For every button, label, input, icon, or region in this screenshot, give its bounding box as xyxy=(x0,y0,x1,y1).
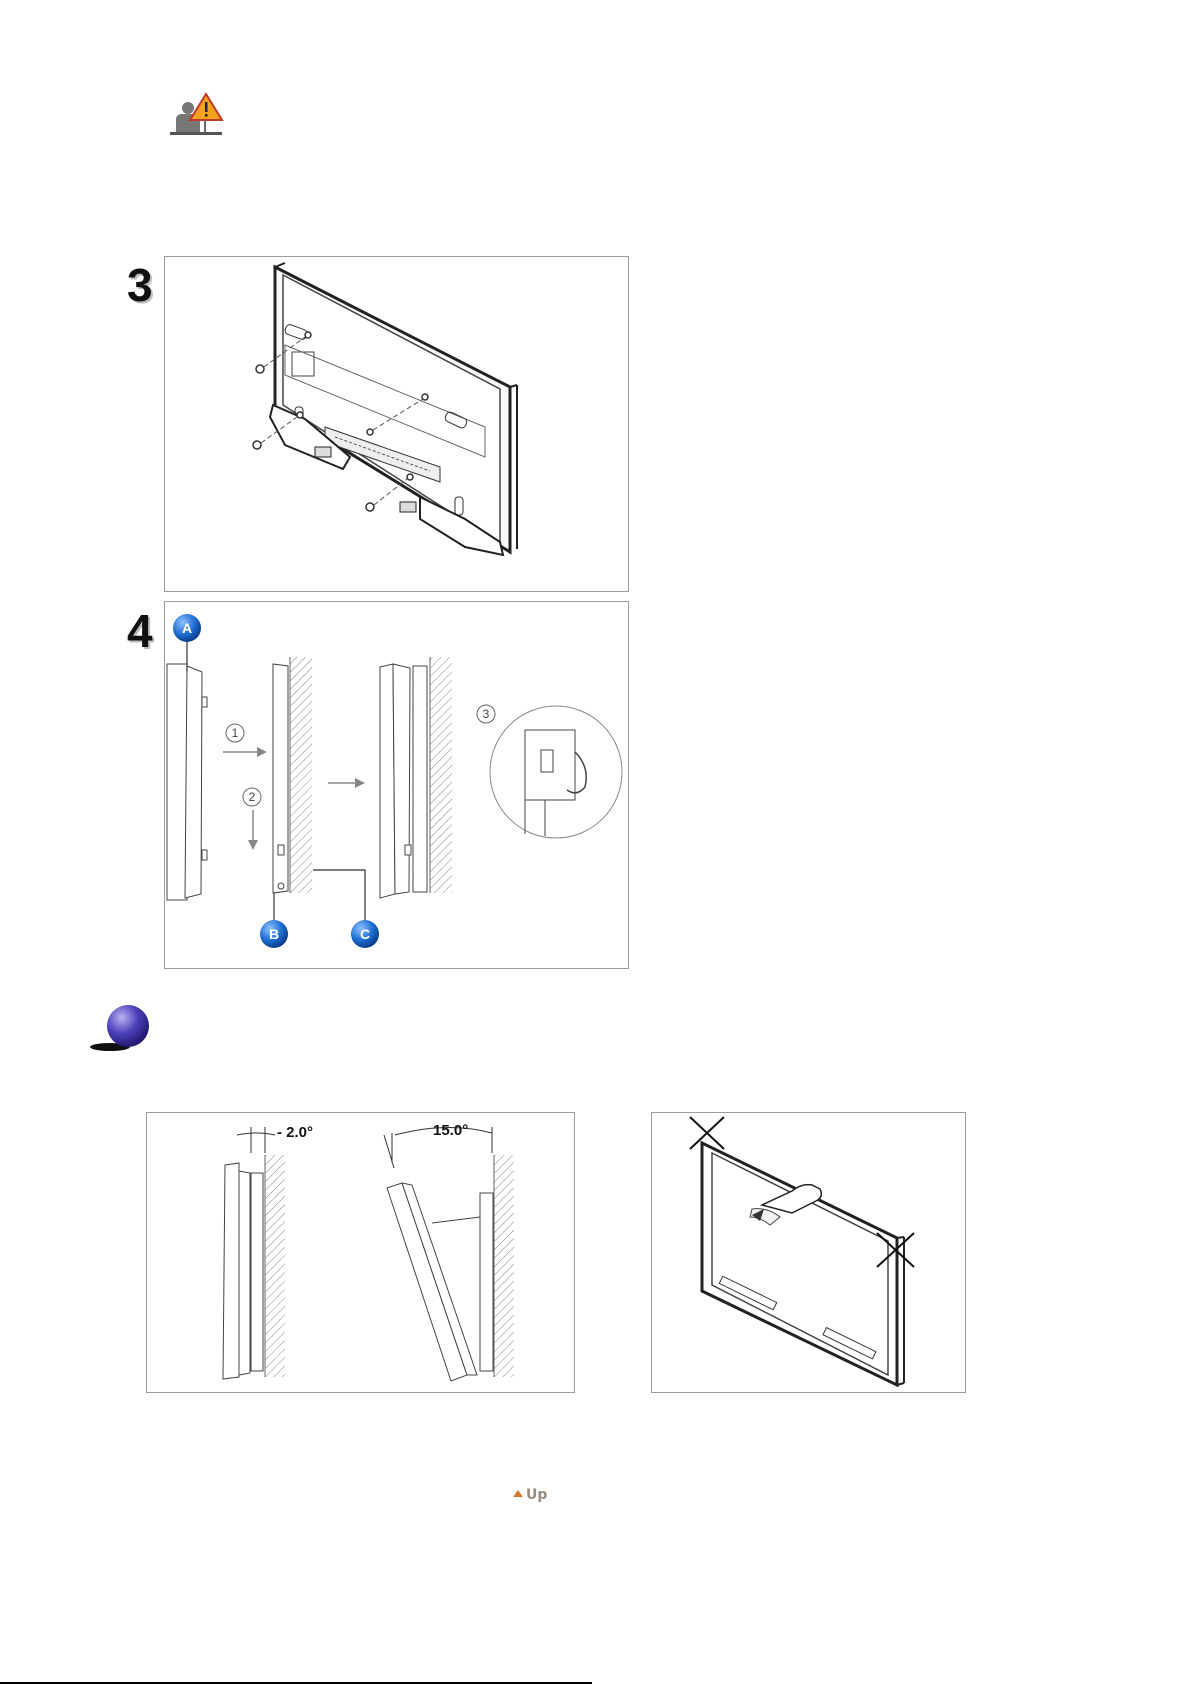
step-4-illustration: 1 2 3 xyxy=(164,601,629,969)
up-arrow-icon xyxy=(513,1490,523,1497)
tilt-angle-diagram: - 2.0° 15.0° xyxy=(147,1113,574,1392)
handling-warning-illustration xyxy=(651,1112,966,1393)
sequence-1-label: 1 xyxy=(232,726,239,740)
callout-a-marker: A xyxy=(173,614,201,642)
hold-corner-diagram xyxy=(652,1113,965,1392)
step-3-number: 3 xyxy=(127,262,153,308)
bottom-rule xyxy=(0,1682,592,1684)
callout-c-marker: C xyxy=(351,920,379,948)
angle-minus-label: - 2.0° xyxy=(277,1124,313,1141)
step-4-number: 4 xyxy=(127,608,153,654)
step-3-illustration xyxy=(164,256,629,592)
tilt-angle-illustration: - 2.0° 15.0° xyxy=(146,1112,575,1393)
note-ball-icon xyxy=(88,1004,154,1054)
callout-b-marker: B xyxy=(260,920,288,948)
wall-mount-sequence: 1 2 3 xyxy=(165,602,628,968)
warning-person-icon xyxy=(168,90,228,138)
sequence-3-label: 3 xyxy=(483,707,490,721)
callout-a-label: A xyxy=(182,620,192,636)
up-link-label: Up xyxy=(526,1487,547,1503)
callout-b-label: B xyxy=(269,926,279,942)
up-link[interactable]: Up xyxy=(513,1487,547,1503)
tv-rear-illustration xyxy=(165,257,628,591)
angle-plus-label: 15.0° xyxy=(433,1122,468,1139)
sequence-2-label: 2 xyxy=(249,790,256,804)
callout-c-label: C xyxy=(360,926,370,942)
